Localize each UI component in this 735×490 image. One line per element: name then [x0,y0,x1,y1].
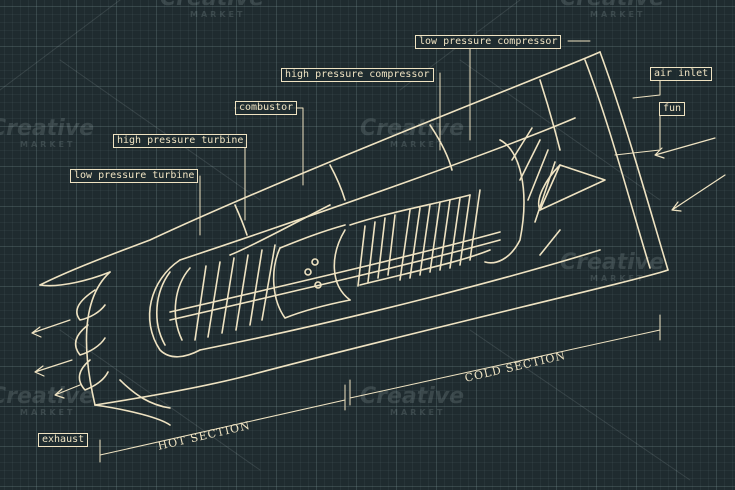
watermark-brand: Creative [560,250,665,275]
nacelle-outline [39,51,669,426]
leader-lines [199,40,661,236]
section-brackets [99,314,661,463]
compressor-stages [349,189,491,287]
watermark-sub: MARKET [390,408,446,417]
watermark-sub: MARKET [590,274,646,283]
main-shaft [169,231,501,321]
watermark-brand: Creative [160,0,264,10]
label-high-pressure-compressor: high pressure compressor [281,68,434,82]
watermark: Creative MARKET [0,116,95,150]
watermark: Creative MARKET [360,384,465,418]
core-casing [148,117,601,358]
combustor-chamber [272,224,351,319]
label-exhaust: exhaust [38,433,89,447]
watermark-sub: MARKET [20,408,76,417]
watermark-brand: Creative [0,116,95,141]
guide-lines [0,0,691,481]
label-combustor: combustor [235,101,298,115]
watermark-brand: Creative [560,0,664,10]
label-low-pressure-turbine: low pressure turbine [70,169,199,183]
turbine-stages [156,244,276,346]
intake-cone [538,164,606,211]
fan-blades [484,127,561,264]
label-low-pressure-compressor: low pressure compressor [415,35,562,49]
label-high-pressure-turbine: high pressure turbine [113,134,248,148]
watermark-brand: Creative [360,384,465,409]
watermark: Creative MARKET [160,0,264,19]
exhaust-nozzle [74,271,171,409]
airflow-arrows [31,137,726,399]
watermark: Creative MARKET [560,250,665,284]
watermark-sub: MARKET [190,10,246,19]
watermark-sub: MARKET [20,140,76,149]
watermark-brand: Creative [0,384,95,409]
label-air-inlet: air inlet [650,67,713,81]
watermark-sub: MARKET [390,140,446,149]
label-fun: fun [659,102,686,116]
watermark: Creative MARKET [0,384,95,418]
watermark: Creative MARKET [560,0,664,19]
watermark-sub: MARKET [590,10,646,19]
